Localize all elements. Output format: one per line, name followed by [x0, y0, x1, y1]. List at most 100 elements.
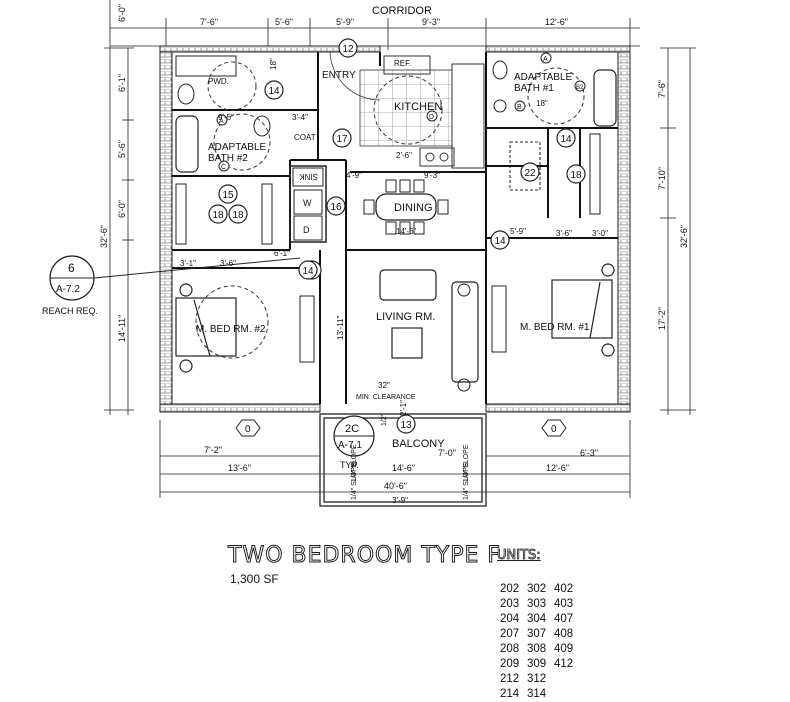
dim-top-4: 9'-3"	[422, 17, 440, 27]
dryer-label: D	[303, 225, 310, 235]
dim-left-total: 32'-6"	[99, 225, 109, 248]
room-living: LIVING RM.	[376, 311, 435, 323]
bath1-tub	[593, 69, 617, 127]
laundry-closet	[289, 165, 327, 243]
dim-left-3: 5'-6"	[117, 140, 127, 158]
detail-callout-2c	[333, 415, 375, 457]
bath1-lav	[493, 99, 507, 113]
bath1-turning-circle	[527, 67, 585, 125]
dim-top-5: 12'-6"	[545, 17, 568, 27]
dim-left-5: 14'-11"	[117, 315, 127, 342]
dim-7-2: 7'-2"	[204, 445, 222, 455]
living-chair	[379, 269, 437, 301]
callout-number: 18	[570, 170, 582, 181]
room-mbed2: M. BED RM. #2	[196, 324, 266, 335]
bath2-line2: BATH #2	[208, 153, 248, 164]
dim-18a: 18"	[269, 58, 278, 70]
callout-number: 14	[494, 236, 506, 247]
room-mbed1: M. BED RM. #1	[520, 322, 590, 333]
room-entry: ENTRY	[322, 70, 356, 81]
appliance-mark-6: C	[221, 164, 226, 171]
unit-number: 207	[500, 628, 520, 640]
units-header: UNITS:	[497, 548, 541, 564]
closet-shelves	[175, 133, 601, 245]
dim-12-6b: 12'-6"	[546, 463, 569, 473]
slope-4: 1/4" SLOPE	[463, 462, 470, 500]
dim-3-9: 3'-9"	[392, 496, 408, 505]
left-dimension-strings	[104, 0, 134, 415]
callout-number: 14	[268, 86, 280, 97]
dim-18b: 18"	[536, 99, 548, 108]
callout-circle	[556, 128, 576, 148]
callout-number: 12	[342, 44, 354, 55]
bath1-line2: BATH #1	[514, 83, 554, 94]
bath1-toilet	[492, 60, 508, 80]
unit-number: 412	[554, 658, 574, 670]
callout-number: 17	[336, 134, 348, 145]
bottom-dimension-strings	[159, 420, 631, 498]
powder-vanity	[175, 55, 237, 77]
dim-right-1: 7'-6"	[657, 80, 667, 98]
washer-label: W	[303, 198, 312, 208]
unit-number: 302	[527, 583, 547, 595]
unit-number: 403	[554, 598, 574, 610]
dim-3-0: 3'-0"	[592, 229, 608, 238]
room-pwd: PWD.	[208, 77, 229, 86]
dim-14-6b: 14'-6"	[392, 463, 415, 473]
callout-number: 16	[330, 202, 342, 213]
unit-number: 304	[527, 613, 547, 625]
callout-number: 22	[524, 168, 536, 179]
callout-circle	[566, 164, 586, 184]
dim-right-total: 32'-6"	[679, 225, 689, 248]
callout-number: 14	[560, 134, 572, 145]
bath2-tub	[175, 115, 199, 173]
window-hex-marks	[235, 419, 567, 437]
callout-circle	[228, 204, 248, 224]
unit-number: 402	[554, 583, 574, 595]
sofa	[451, 281, 479, 383]
dim-3-6a: 3'-6"	[556, 229, 572, 238]
dim-top-1: 7'-6"	[200, 17, 218, 27]
callout-circles: 1214171422181518181614141413	[208, 38, 586, 434]
entry-door-swing	[329, 51, 381, 101]
callout-number: 18	[212, 210, 224, 221]
unit-number: 308	[527, 643, 547, 655]
ref-label: REF.	[394, 59, 411, 68]
bath2-line1: ADAPTABLE	[208, 142, 266, 153]
dim-3-4: 3'-4"	[292, 113, 308, 122]
dim-14-6: 14'-6"	[396, 227, 417, 236]
hex-mark-1: 0	[245, 424, 251, 435]
unit-number: 204	[500, 613, 520, 625]
callout-circle	[208, 204, 228, 224]
dim-top-3: 5'-9"	[336, 17, 354, 27]
dim-5-9: 5'-9"	[510, 227, 526, 236]
powder-toilet	[177, 83, 195, 105]
refrigerator	[383, 55, 431, 75]
kitchen-counter	[451, 63, 485, 169]
typ-label: TYP.	[340, 460, 359, 470]
unit-number: 307	[527, 628, 547, 640]
detail-6-note: REACH REQ.	[42, 306, 98, 316]
dim-9-5: 9'-5"	[218, 113, 234, 122]
corridor-label: CORRIDOR	[372, 5, 432, 17]
appliance-mark-1: A	[543, 56, 548, 63]
appliance-mark-4: A	[219, 118, 224, 125]
slope-1: 1/4" SLOPE	[351, 444, 358, 482]
appliance-mark-2: B2	[576, 85, 584, 91]
dim-40-6: 40'-6"	[384, 481, 407, 491]
bath1-line1: ADAPTABLE	[514, 72, 572, 83]
closet-door-1	[491, 285, 507, 353]
dryer	[293, 215, 323, 241]
dim-1-2: 1/2"	[381, 413, 388, 426]
dim-left-4: 6'-0"	[117, 200, 127, 218]
detail-callout-6	[49, 255, 301, 301]
dim-right-2: 7'-10"	[657, 167, 667, 190]
closet-door-2	[299, 295, 315, 363]
coffee-table	[391, 327, 423, 359]
appliance-marks	[216, 52, 586, 172]
detail-6-sheet: A-7.2	[56, 284, 80, 295]
unit-number: 214	[500, 688, 520, 700]
room-bath1: ADAPTABLE BATH #1	[514, 72, 575, 94]
dining-chairs	[363, 179, 449, 235]
unit-number: 409	[554, 643, 574, 655]
